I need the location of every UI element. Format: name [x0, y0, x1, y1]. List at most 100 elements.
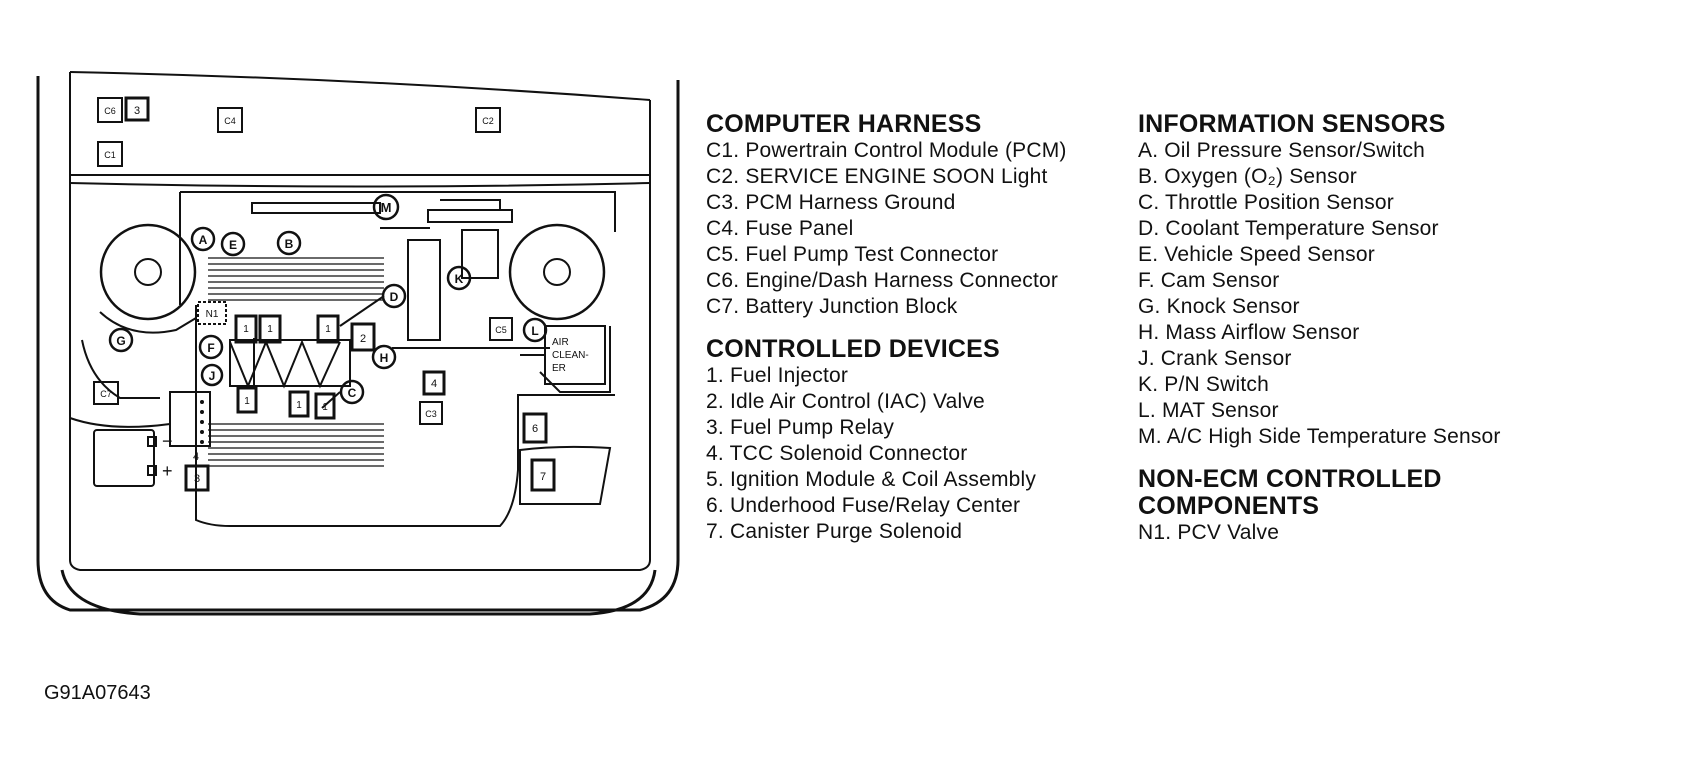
- legend-item: C6. Engine/Dash Harness Connector: [706, 269, 1059, 292]
- legend-item: K. P/N Switch: [1138, 373, 1269, 396]
- battery-terminal-neg: [147, 436, 157, 447]
- device-box-4-label: 4: [193, 451, 199, 463]
- svg-text:4: 4: [431, 378, 437, 390]
- connector-box-C3: C3: [419, 401, 443, 425]
- coolant-wire: [339, 295, 385, 327]
- connector-box-C7: C7: [93, 381, 119, 405]
- sensor-circle-C: C: [339, 379, 365, 405]
- legend-item: 7. Canister Purge Solenoid: [706, 520, 963, 543]
- svg-text:K: K: [455, 272, 464, 286]
- hood-outline: [36, 76, 680, 612]
- sensor-circle-J: J: [200, 363, 224, 387]
- computer-harness-group: COMPUTER HARNESS C1. Powertrain Control …: [706, 111, 1067, 320]
- lower-hatch: [208, 423, 384, 467]
- legend-item: G. Knock Sensor: [1138, 295, 1300, 318]
- upper-hatch: [208, 257, 384, 301]
- device-box-1d: 1: [236, 386, 258, 414]
- legend-item: 6. Underhood Fuse/Relay Center: [706, 494, 1021, 517]
- svg-text:C5: C5: [495, 325, 507, 335]
- svg-text:H: H: [380, 351, 389, 365]
- connector-box-C5: C5: [489, 317, 513, 341]
- svg-text:J: J: [209, 369, 216, 383]
- legend-item: A. Oil Pressure Sensor/Switch: [1138, 139, 1426, 162]
- svg-text:L: L: [531, 324, 538, 338]
- non-ecm-title-line1: NON-ECM CONTROLLED: [1138, 465, 1442, 493]
- sensor-circle-L: L: [522, 317, 548, 343]
- non-ecm-title-line2: COMPONENTS: [1138, 492, 1320, 520]
- information-sensors-list: A. Oil Pressure Sensor/Switch B. Oxygen …: [1138, 138, 1501, 450]
- left-lower-contour: [69, 339, 171, 428]
- sensor-circle-M: M: [372, 193, 400, 221]
- device-box-1b: 1: [258, 314, 282, 344]
- non-ecm-group: NON-ECM CONTROLLED COMPONENTS N1. PCV Va…: [1138, 466, 1501, 546]
- svg-text:3: 3: [134, 105, 140, 117]
- svg-text:M: M: [381, 200, 392, 215]
- device-box-2: 2: [350, 322, 376, 352]
- pcv-valve-box-N1: N1: [197, 301, 227, 325]
- controlled-devices-list: 1. Fuel Injector 2. Idle Air Control (IA…: [706, 363, 1067, 545]
- air-cleaner-label-1: AIR: [552, 337, 569, 348]
- computer-harness-list: C1. Powertrain Control Module (PCM) C2. …: [706, 138, 1067, 320]
- left-wheel: [99, 223, 197, 321]
- device-box-7: 7: [530, 458, 556, 492]
- arrow-C: [321, 391, 341, 409]
- sensor-circle-H: H: [371, 344, 397, 370]
- legend-item: D. Coolant Temperature Sensor: [1138, 217, 1439, 240]
- legend-item: J. Crank Sensor: [1138, 347, 1292, 370]
- svg-text:1: 1: [322, 402, 328, 413]
- legend-right-column: INFORMATION SENSORS A. Oil Pressure Sens…: [1138, 111, 1501, 562]
- legend-item: C5. Fuel Pump Test Connector: [706, 243, 999, 266]
- connector-box-C4: C4: [217, 107, 243, 133]
- cowl-line: [69, 71, 651, 101]
- engine-compartment-diagram: − + C6 C1 C4 C2 C5 C3 C7: [36, 71, 680, 616]
- svg-text:C7: C7: [100, 389, 112, 399]
- device-box-4: 4: [422, 370, 446, 396]
- legend-item: C2. SERVICE ENGINE SOON Light: [706, 165, 1048, 188]
- right-lower-contour: [519, 445, 612, 505]
- svg-text:D: D: [390, 290, 399, 304]
- svg-text:C3: C3: [425, 409, 437, 419]
- device-box-1c: 1: [316, 314, 340, 344]
- left-fender-curve: [99, 311, 197, 334]
- air-duct: [461, 229, 499, 279]
- svg-text:4: 4: [193, 451, 199, 463]
- svg-text:C: C: [348, 386, 357, 400]
- legend-item: N1. PCV Valve: [1138, 521, 1280, 544]
- device-box-1e: 1: [288, 390, 310, 418]
- figure-id: G91A07643: [44, 682, 151, 704]
- battery-minus-label: −: [162, 431, 173, 451]
- battery-plus-label: +: [162, 461, 173, 481]
- svg-text:F: F: [207, 341, 214, 355]
- legend-left-column: COMPUTER HARNESS C1. Powertrain Control …: [706, 111, 1067, 561]
- information-sensors-group: INFORMATION SENSORS A. Oil Pressure Sens…: [1138, 111, 1501, 450]
- svg-text:A: A: [199, 233, 208, 247]
- junction-connector-pins: [200, 400, 204, 444]
- legend-item: B. Oxygen (O₂) Sensor: [1138, 165, 1357, 188]
- cowl-panel: [69, 174, 651, 188]
- air-cleaner-base: [520, 326, 611, 393]
- svg-text:1: 1: [243, 324, 249, 335]
- information-sensors-title: INFORMATION SENSORS: [1138, 110, 1446, 138]
- svg-text:C4: C4: [224, 116, 236, 126]
- manifold-outline: [229, 339, 351, 387]
- throttle-body: [407, 199, 513, 341]
- junction-connector: [169, 391, 211, 447]
- device-box-1f: 1: [314, 392, 336, 420]
- svg-text:1: 1: [296, 400, 302, 411]
- legend-item: L. MAT Sensor: [1138, 399, 1279, 422]
- controlled-devices-group: CONTROLLED DEVICES 1. Fuel Injector 2. I…: [706, 336, 1067, 545]
- svg-text:7: 7: [540, 471, 546, 483]
- legend-item: 3. Fuel Pump Relay: [706, 416, 895, 439]
- battery-terminal-pos: [147, 465, 157, 476]
- svg-text:1: 1: [267, 324, 273, 335]
- svg-text:6: 6: [532, 423, 538, 435]
- inner-outline: [69, 72, 651, 571]
- connector-box-C6: C6: [97, 97, 123, 123]
- legend-item: 1. Fuel Injector: [706, 364, 849, 387]
- legend-item: 5. Ignition Module & Coil Assembly: [706, 468, 1037, 491]
- sensor-circle-A: A: [190, 226, 216, 252]
- sensor-circle-G: G: [108, 327, 134, 353]
- legend-item: C3. PCM Harness Ground: [706, 191, 956, 214]
- svg-text:1: 1: [244, 396, 250, 407]
- rail-bar: [251, 202, 381, 214]
